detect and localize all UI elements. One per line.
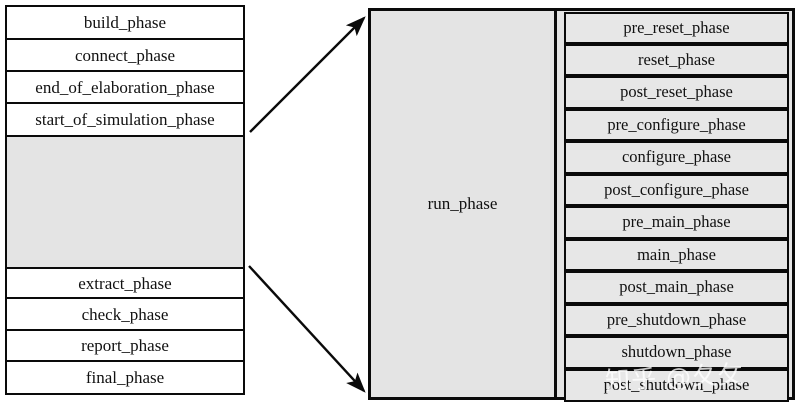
arrow-from-run-phase-bottom bbox=[248, 265, 366, 393]
subphase-label: shutdown_phase bbox=[621, 342, 732, 362]
subphase-box-pre-main-phase: pre_main_phase bbox=[564, 206, 789, 239]
run-phase-container: run_phase pre_reset_phase reset_phase po… bbox=[368, 8, 795, 402]
subphase-label: main_phase bbox=[637, 244, 716, 264]
phase-box-connect-phase: connect_phase bbox=[7, 40, 243, 72]
subphase-label: post_configure_phase bbox=[604, 179, 749, 199]
phase-box-end-of-elaboration-phase: end_of_elaboration_phase bbox=[7, 72, 243, 104]
phase-label: final_phase bbox=[85, 368, 165, 387]
phase-box-build-phase: build_phase bbox=[7, 7, 243, 40]
phase-label: start_of_simulation_phase bbox=[35, 110, 215, 129]
subphase-box-pre-configure-phase: pre_configure_phase bbox=[564, 109, 789, 141]
phase-label: connect_phase bbox=[74, 45, 176, 65]
run-subphase-list: pre_reset_phase reset_phase post_reset_p… bbox=[560, 11, 792, 402]
subphase-label: pre_main_phase bbox=[622, 212, 731, 232]
subphase-box-pre-shutdown-phase: pre_shutdown_phase bbox=[564, 304, 789, 336]
subphase-label: post_shutdown_phase bbox=[603, 375, 750, 395]
subphase-label: pre_reset_phase bbox=[623, 17, 730, 37]
subphase-box-post-main-phase: post_main_phase bbox=[564, 271, 789, 304]
subphase-label: reset_phase bbox=[638, 49, 715, 69]
run-phase-label-text: run_phase bbox=[427, 194, 498, 213]
subphase-label: pre_configure_phase bbox=[607, 114, 746, 134]
subphase-box-post-reset-phase: post_reset_phase bbox=[564, 76, 789, 109]
phase-box-final-phase: final_phase bbox=[7, 362, 243, 393]
subphase-label: pre_shutdown_phase bbox=[606, 309, 747, 329]
phase-box-check-phase: check_phase bbox=[7, 299, 243, 331]
subphase-box-configure-phase: configure_phase bbox=[564, 141, 789, 174]
phase-label: extract_phase bbox=[78, 273, 172, 293]
subphase-label: configure_phase bbox=[621, 147, 732, 167]
left-phase-column: build_phase connect_phase end_of_elabora… bbox=[5, 5, 245, 395]
phase-box-extract-phase: extract_phase bbox=[7, 267, 243, 299]
subphase-box-shutdown-phase: shutdown_phase bbox=[564, 336, 789, 369]
subphase-label: post_reset_phase bbox=[620, 82, 733, 102]
phase-box-start-of-simulation-phase: start_of_simulation_phase bbox=[7, 104, 243, 137]
arrow-to-run-phase-top bbox=[249, 16, 366, 133]
subphase-box-post-shutdown-phase: post_shutdown_phase bbox=[564, 369, 789, 402]
subphase-box-pre-reset-phase: pre_reset_phase bbox=[564, 12, 789, 44]
subphase-box-main-phase: main_phase bbox=[564, 239, 789, 271]
run-phase-box: run_phase bbox=[371, 11, 557, 397]
subphase-box-post-configure-phase: post_configure_phase bbox=[564, 174, 789, 206]
subphase-box-reset-phase: reset_phase bbox=[564, 44, 789, 76]
phase-label: end_of_elaboration_phase bbox=[35, 77, 215, 97]
phase-label: check_phase bbox=[81, 304, 169, 324]
subphase-label: post_main_phase bbox=[619, 277, 734, 297]
phase-label: build_phase bbox=[83, 13, 167, 32]
phase-box-report-phase: report_phase bbox=[7, 331, 243, 362]
left-column-gray-spacer bbox=[7, 137, 243, 267]
phase-label: report_phase bbox=[81, 336, 169, 355]
